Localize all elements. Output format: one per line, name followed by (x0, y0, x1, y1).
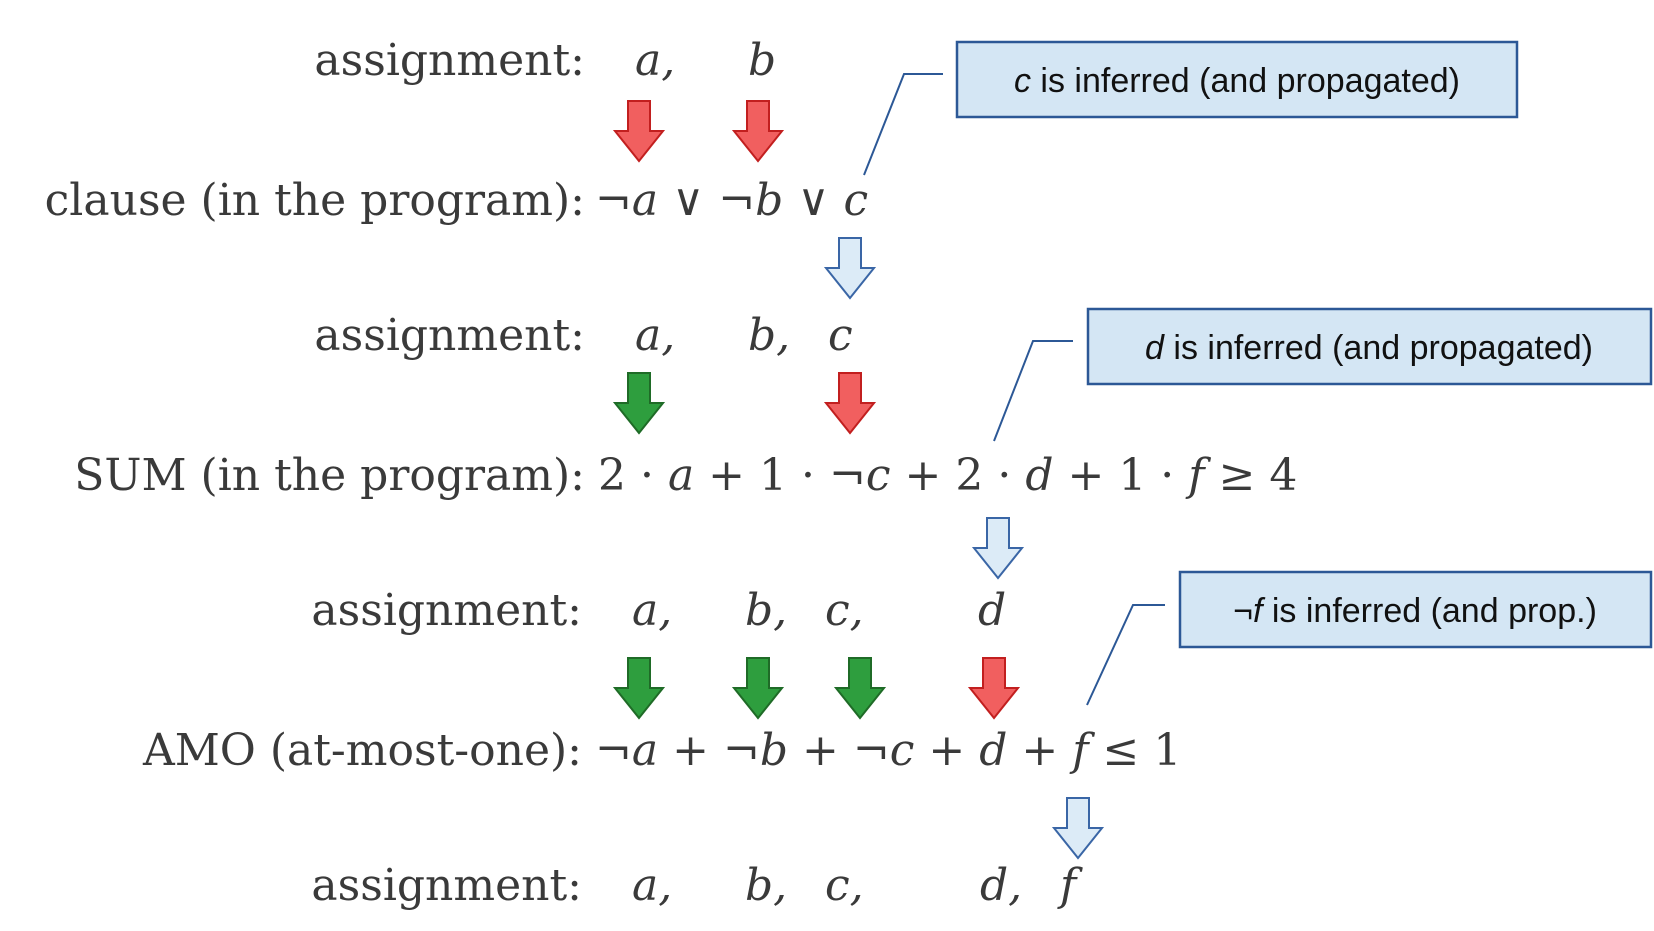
formula-var-a: a (668, 450, 694, 501)
formula-part: + 2 · (891, 450, 1026, 501)
sum-formula: 2 · a + 1 · ¬c + 2 · d + 1 · f ≥ 4 (598, 450, 1297, 501)
step-assignment-1: assignment: a, b (314, 35, 776, 86)
amo-formula: ¬a + ¬b + ¬c + d + f ≤ 1 (595, 725, 1181, 776)
formula-part: 2 · (598, 450, 668, 501)
callout-not-f-inferred: ¬f is inferred (and prop.) (1086, 570, 1653, 706)
arrows-layer (612, 100, 1105, 860)
row-label: AMO (at-most-one): (142, 725, 582, 776)
red-arrow-down (612, 100, 666, 163)
assigned-var-b: b, (748, 310, 790, 361)
row-label: assignment: (314, 35, 585, 86)
assigned-var-b: b (748, 35, 776, 86)
step-assignment-2: assignment: a, b, c (314, 310, 852, 361)
formula-part: + ¬ (788, 725, 890, 776)
row-label: assignment: (314, 310, 585, 361)
clause-formula: ¬a ∨ ¬b ∨ c (595, 175, 868, 226)
callout-text: c is inferred (and propagated) (1014, 62, 1460, 100)
assigned-var-f: f (1057, 860, 1083, 911)
red-arrow-down (967, 657, 1021, 720)
assigned-var-c: c, (825, 860, 864, 911)
green-arrow-down (833, 657, 887, 720)
formula-part: ≤ 1 (1089, 725, 1182, 776)
green-arrow-down (731, 657, 785, 720)
callout-leader-line (993, 340, 1073, 442)
formula-var-b: b (760, 725, 788, 776)
row-label: SUM (in the program): (74, 450, 585, 501)
callout-rest: is inferred (and propagated) (1164, 329, 1593, 367)
formula-var-b: b (755, 175, 783, 226)
callout-d-inferred: d is inferred (and propagated) (993, 307, 1653, 442)
formula-var-a: a (632, 725, 658, 776)
callout-box (955, 40, 1519, 119)
assigned-var-b: b, (745, 860, 787, 911)
step-clause: clause (in the program): ¬a ∨ ¬b ∨ c (45, 175, 869, 226)
callout-var: c (1014, 62, 1031, 100)
step-assignment-4: assignment: a, b, c, d, f (311, 860, 1083, 911)
assigned-var-a: a, (632, 860, 672, 911)
callout-box (1178, 570, 1653, 649)
formula-var-c: c (866, 450, 891, 501)
assigned-var-b: b, (745, 585, 787, 636)
red-arrow-down (731, 100, 785, 163)
row-label: assignment: (311, 860, 582, 911)
formula-var-c: c (890, 725, 915, 776)
formula-part: + 1 · ¬ (694, 450, 866, 501)
green-arrow-down (612, 657, 666, 720)
formula-part: ∨ (783, 175, 843, 226)
blue-arrow-down (971, 517, 1025, 580)
formula-part: + ¬ (658, 725, 760, 776)
formula-part: + (1007, 725, 1072, 776)
formula-part: ¬ (595, 175, 632, 226)
formula-part: + 1 · (1053, 450, 1188, 501)
row-label: clause (in the program): (45, 175, 585, 226)
assigned-var-d: d (978, 585, 1006, 636)
callout-var: ¬f (1233, 592, 1266, 630)
assigned-var-c: c, (825, 585, 864, 636)
assigned-var-c: c (828, 310, 853, 361)
assigned-var-a: a, (632, 585, 672, 636)
callout-leader-line (863, 73, 943, 176)
callout-rest: is inferred (and prop.) (1262, 592, 1597, 630)
formula-part: ¬ (595, 725, 632, 776)
callout-box (1086, 307, 1653, 386)
step-amo: AMO (at-most-one): ¬a + ¬b + ¬c + d + f … (142, 725, 1181, 776)
step-sum: SUM (in the program): 2 · a + 1 · ¬c + 2… (74, 450, 1297, 501)
formula-part: ∨ ¬ (658, 175, 755, 226)
red-arrow-down (823, 372, 877, 435)
callout-rest: is inferred (and propagated) (1031, 62, 1460, 100)
row-label: assignment: (311, 585, 582, 636)
step-assignment-3: assignment: a, b, c, d (311, 585, 1006, 636)
blue-arrow-down (823, 237, 877, 300)
assigned-var-a: a, (635, 35, 675, 86)
formula-part: ≥ 4 (1205, 450, 1298, 501)
formula-var-d: d (979, 725, 1007, 776)
green-arrow-down (612, 372, 666, 435)
formula-var-d: d (1025, 450, 1053, 501)
assigned-var-d: d, (980, 860, 1022, 911)
callout-text: ¬f is inferred (and prop.) (1233, 592, 1597, 630)
callout-leader-line (1086, 604, 1165, 706)
callout-c-inferred: c is inferred (and propagated) (863, 40, 1519, 176)
assigned-var-a: a, (635, 310, 675, 361)
formula-part: + (914, 725, 979, 776)
callout-var: d (1145, 329, 1165, 367)
callout-text: d is inferred (and propagated) (1145, 329, 1593, 367)
blue-arrow-down (1051, 797, 1105, 860)
formula-var-a: a (632, 175, 658, 226)
formula-var-c: c (844, 175, 869, 226)
